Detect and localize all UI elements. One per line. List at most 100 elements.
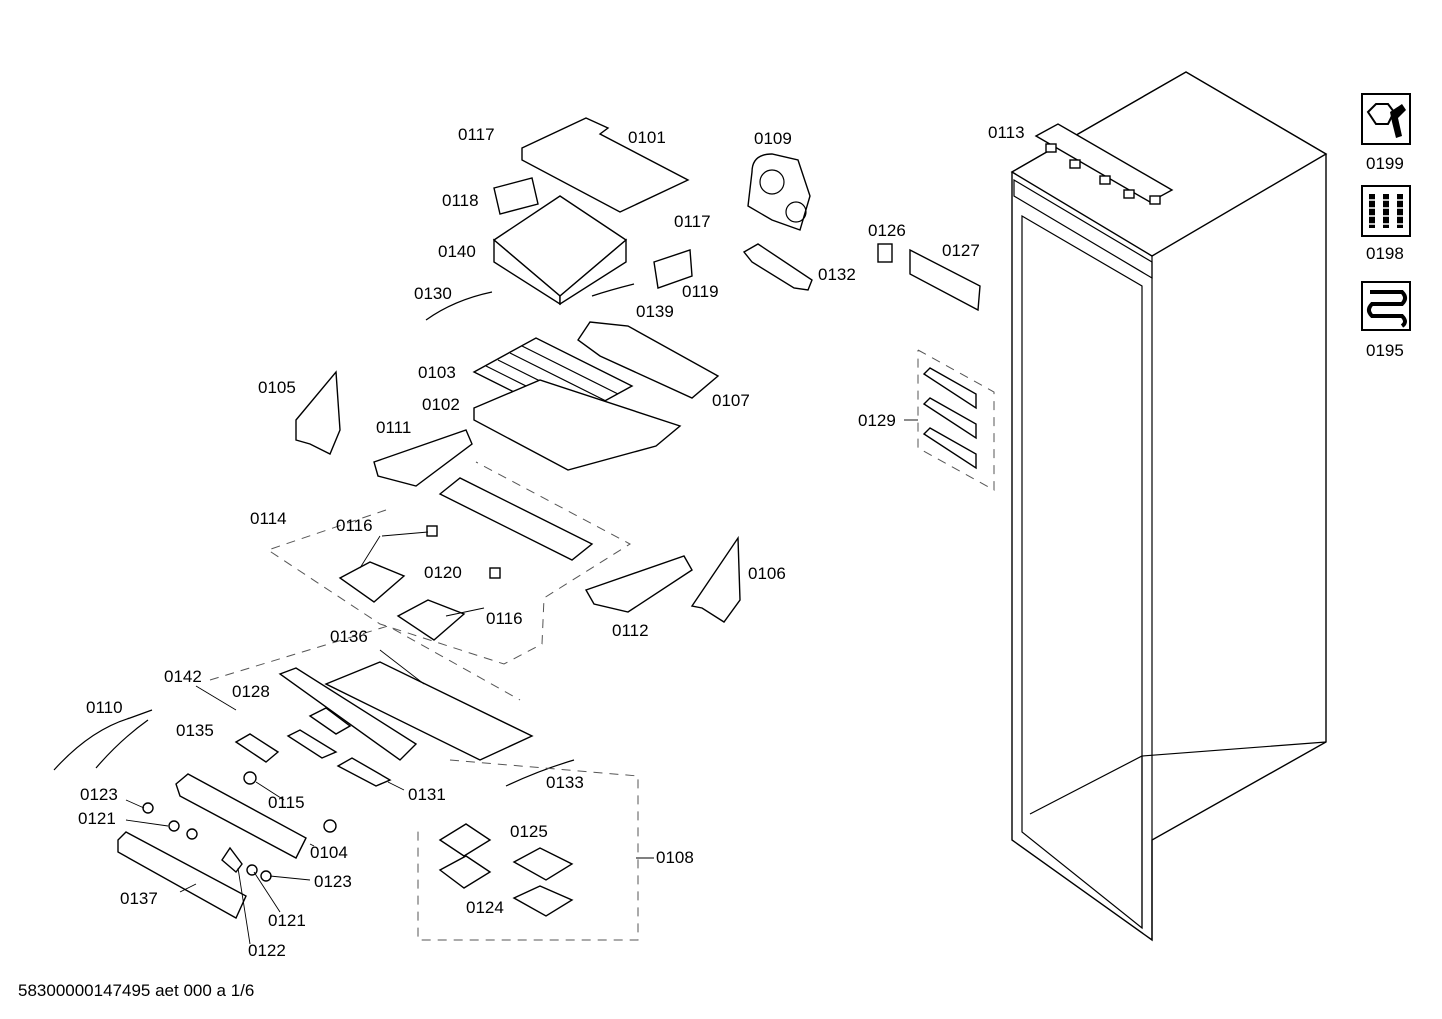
label-0104: 0104	[310, 843, 348, 862]
rail-2	[922, 397, 977, 440]
label-0136: 0136	[330, 627, 368, 646]
fan-unit	[747, 153, 811, 231]
sensor-0139	[591, 283, 635, 297]
label-0102: 0102	[422, 395, 460, 414]
label-0124: 0124	[466, 898, 504, 917]
button-0123-a	[142, 802, 154, 814]
label-0142: 0142	[164, 667, 202, 686]
label-0105: 0105	[258, 378, 296, 397]
label-0114: 0114	[250, 509, 287, 528]
upper-cover	[521, 117, 690, 213]
label-0118: 0118	[442, 191, 479, 210]
side-bracket-right	[690, 535, 741, 623]
label-0103: 0103	[418, 363, 456, 382]
leader-lines	[125, 419, 918, 945]
button-0121-b	[186, 828, 198, 840]
lamp-cover-1	[338, 561, 406, 603]
button-0121-a	[168, 820, 180, 832]
label-0120: 0120	[424, 563, 462, 582]
button-0123-b	[260, 870, 272, 882]
drip-tray	[577, 321, 720, 399]
label-0126: 0126	[868, 221, 906, 240]
label-0135: 0135	[176, 721, 214, 740]
label-0123-a: 0123	[80, 785, 118, 804]
label-0121-b: 0121	[268, 911, 306, 930]
label-0127: 0127	[942, 241, 980, 260]
label-0117-a: 0117	[458, 125, 495, 144]
knob-0115	[243, 771, 257, 785]
label-0132: 0132	[818, 265, 856, 284]
label-0115: 0115	[268, 793, 305, 812]
knob-0104	[323, 819, 337, 833]
label-0139: 0139	[636, 302, 674, 321]
label-0137: 0137	[120, 889, 158, 908]
label-0199: 0199	[1366, 154, 1404, 173]
holder-0111	[373, 429, 473, 487]
label-0106: 0106	[748, 564, 786, 583]
label-0119: 0119	[682, 282, 719, 301]
evaporator	[492, 195, 628, 306]
cover-0135	[234, 733, 280, 763]
label-0116-b: 0116	[486, 609, 523, 628]
group-outline-0114	[266, 461, 631, 665]
label-0113: 0113	[988, 123, 1025, 142]
vent-grille	[308, 707, 352, 735]
label-0117-b: 0117	[674, 212, 711, 231]
channel-0114	[438, 477, 594, 561]
label-0101: 0101	[628, 128, 666, 147]
rail-3	[922, 427, 977, 470]
label-0131: 0131	[408, 785, 446, 804]
label-0122: 0122	[248, 941, 286, 960]
cabinet-housing	[1010, 71, 1328, 942]
strip-0131	[336, 757, 392, 787]
label-0123-b: 0123	[314, 872, 352, 891]
base-plate	[473, 379, 682, 471]
rail-1	[922, 367, 977, 410]
holder-bar	[742, 243, 813, 291]
hinge-bracket	[1034, 123, 1174, 205]
label-0107: 0107	[712, 391, 750, 410]
cover-strip	[909, 248, 981, 312]
lever-0122	[221, 846, 243, 874]
label-0125: 0125	[510, 822, 548, 841]
label-0130: 0130	[414, 284, 452, 303]
label-0128: 0128	[232, 682, 270, 701]
side-bracket-left	[295, 370, 341, 455]
cable-0110	[53, 709, 153, 771]
control-housing	[278, 661, 534, 761]
wrench-nut-icon	[1361, 93, 1411, 145]
document-footer: 58300000147495 aet 000 a 1/6	[18, 981, 255, 1000]
heating-coil-icon	[1361, 281, 1411, 331]
gasket-2	[438, 855, 492, 889]
front-plate	[117, 831, 247, 919]
label-0133: 0133	[546, 773, 584, 792]
label-0112: 0112	[612, 621, 649, 640]
gasket-3	[512, 847, 574, 881]
screws-icon	[1361, 185, 1411, 237]
switch	[877, 243, 893, 263]
bulb-socket-2	[489, 567, 501, 579]
control-panel	[175, 773, 307, 859]
gasket-1	[438, 823, 492, 857]
sensor-0133	[505, 759, 575, 787]
label-0140: 0140	[438, 242, 476, 261]
label-0195: 0195	[1366, 341, 1404, 360]
group-outline-0108	[417, 759, 639, 941]
block-0119	[653, 249, 693, 289]
holder-0112	[584, 555, 693, 613]
bulb-socket-1	[426, 525, 438, 537]
gasket-4	[512, 885, 574, 917]
label-0109: 0109	[754, 129, 792, 148]
label-0129: 0129	[858, 411, 896, 430]
group-outline-0129	[917, 349, 995, 491]
label-0108: 0108	[656, 848, 694, 867]
lamp-cover-2	[396, 599, 466, 641]
label-0121-a: 0121	[78, 809, 116, 828]
label-0111: 0111	[376, 418, 412, 437]
label-0116-a: 0116	[336, 516, 373, 535]
bracket-0118	[493, 177, 539, 215]
strip-0142	[286, 729, 338, 759]
label-0198: 0198	[1366, 244, 1404, 263]
